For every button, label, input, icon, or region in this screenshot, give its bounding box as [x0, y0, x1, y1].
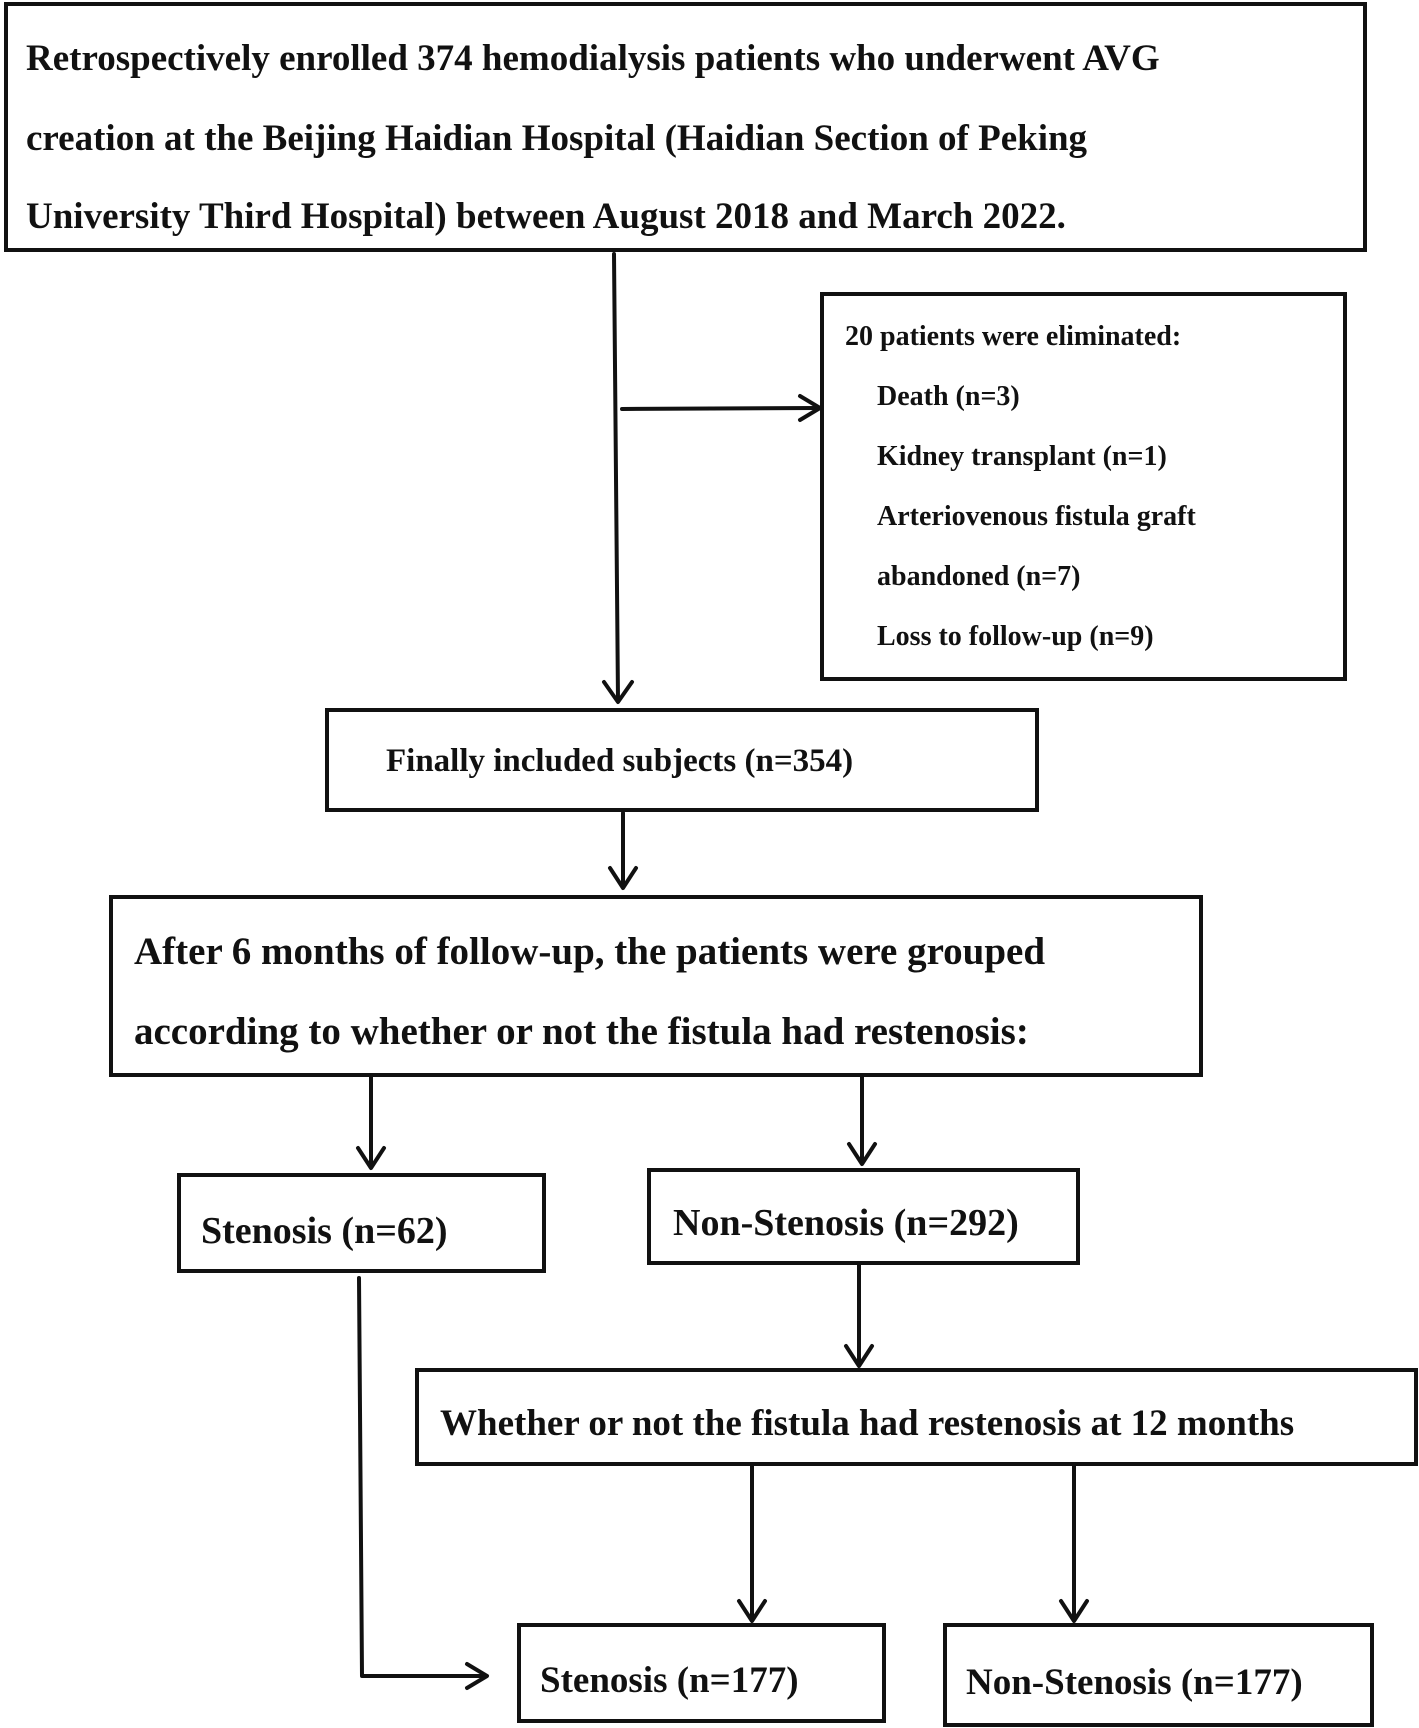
included-box [325, 708, 1039, 812]
nonstenosis-final-box [943, 1623, 1374, 1727]
enrollment-box [4, 2, 1367, 252]
enrollment-line-1: Retrospectively enrolled 374 hemodialysi… [26, 38, 1160, 79]
grouping-line-1: After 6 months of follow-up, the patient… [134, 930, 1046, 973]
exclusion-header: 20 patients were eliminated: [845, 321, 1182, 352]
nonstenosis-6m-box [647, 1168, 1080, 1265]
enrollment-line-3: University Third Hospital) between Augus… [26, 196, 1066, 237]
exclusion-item-graft: Arteriovenous fistula graft [877, 501, 1196, 532]
exclusion-item-transplant: Kidney transplant (n=1) [877, 441, 1167, 472]
arrow-stenosis-to-stenosis-final [357, 1276, 489, 1690]
arrow-enrollment-to-included [602, 252, 634, 704]
grouping-line-2: according to whether or not the fistula … [134, 1010, 1029, 1053]
grouping-box [109, 895, 1203, 1077]
exclusion-box [820, 292, 1347, 681]
arrow-grouping-to-stenosis [356, 1075, 386, 1170]
stenosis-final-box [517, 1623, 886, 1723]
arrow-included-to-grouping [608, 811, 638, 890]
exclusion-item-loss: Loss to follow-up (n=9) [877, 621, 1154, 652]
nonstenosis-6m-label: Non-Stenosis (n=292) [673, 1202, 1019, 1244]
exclusion-item-death: Death (n=3) [877, 381, 1020, 412]
stenosis-final-label: Stenosis (n=177) [540, 1660, 799, 1701]
arrow-nonstenosis-to-12months [844, 1262, 874, 1368]
stenosis-6m-label: Stenosis (n=62) [201, 1210, 448, 1252]
enrollment-line-2: creation at the Beijing Haidian Hospital… [26, 118, 1088, 159]
arrow-12months-to-nonstenosis-final [1059, 1462, 1089, 1623]
restenosis-12m-box [415, 1368, 1418, 1466]
stenosis-6m-box [177, 1173, 546, 1273]
nonstenosis-final-label: Non-Stenosis (n=177) [966, 1662, 1303, 1703]
arrow-12months-to-stenosis-final [737, 1462, 767, 1623]
restenosis-12m-label: Whether or not the fistula had restenosi… [440, 1403, 1295, 1444]
arrow-grouping-to-nonstenosis [847, 1075, 877, 1166]
arrow-to-exclusion [620, 394, 822, 422]
included-label: Finally included subjects (n=354) [386, 743, 854, 779]
exclusion-item-abandoned: abandoned (n=7) [877, 561, 1081, 592]
